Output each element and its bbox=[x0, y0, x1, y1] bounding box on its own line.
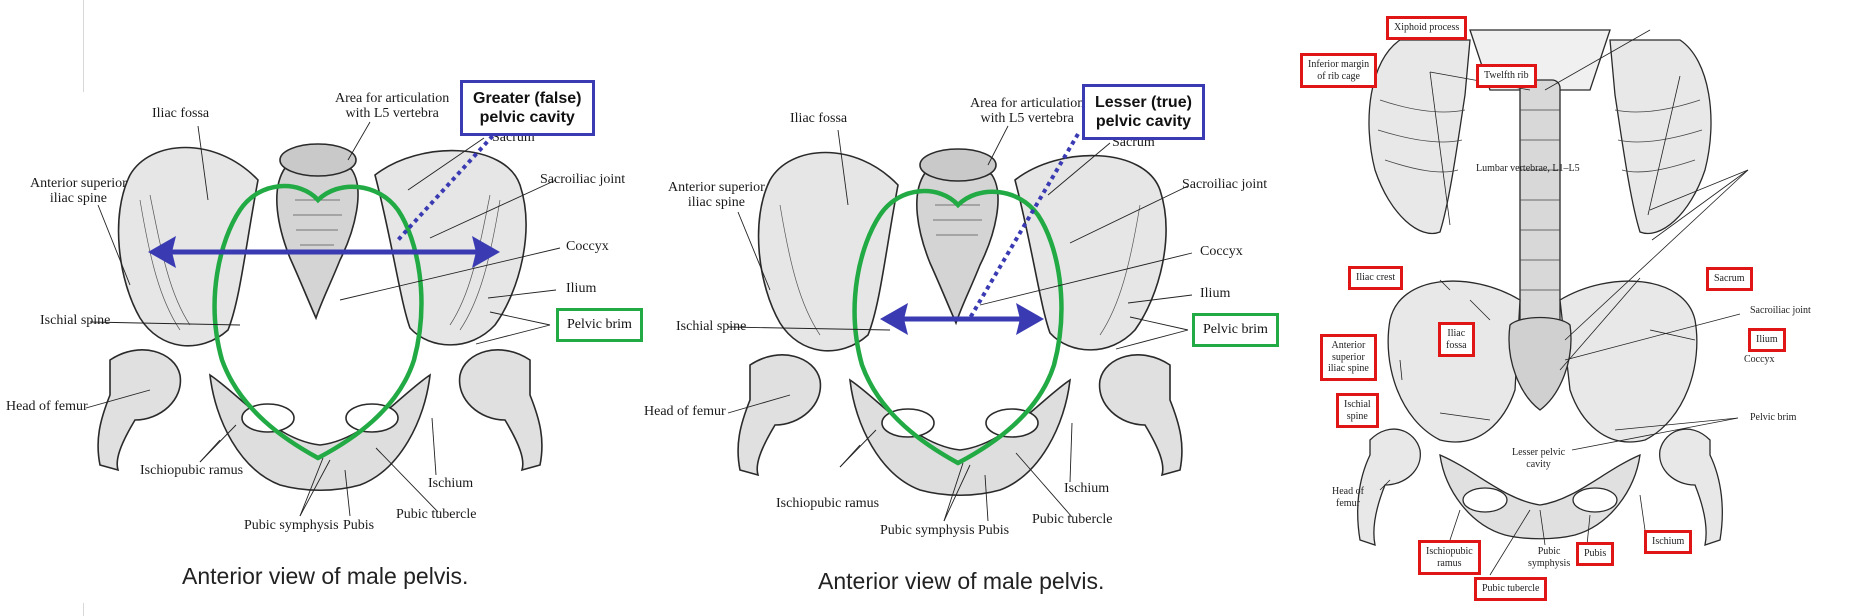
label-pelvic-brim: Pelvic brim bbox=[1750, 412, 1797, 423]
label-pubis: Pubis bbox=[978, 523, 1010, 538]
callout-lesser-pelvic-cavity: Lesser (true) pelvic cavity bbox=[1082, 84, 1205, 141]
label-iliac-fossa: Iliac fossa bbox=[790, 111, 848, 126]
label-ischium: Ischium bbox=[428, 476, 474, 491]
callout-greater-pelvic-cavity: Greater (false) pelvic cavity bbox=[460, 80, 595, 137]
label-ischiopubic-ramus: Ischiopubic ramus bbox=[776, 496, 880, 511]
label-xiphoid-process: Xiphoid process bbox=[1386, 16, 1468, 40]
label-sacroiliac-joint: Sacroiliac joint bbox=[540, 172, 626, 187]
label-sacroiliac-joint: Sacroiliac joint bbox=[1182, 177, 1268, 192]
label-asis: Anterior superior iliac spine bbox=[668, 180, 765, 210]
label-pubic-symphysis: Pubic symphysis bbox=[244, 518, 339, 533]
label-pubic-tubercle: Pubic tubercle bbox=[1032, 512, 1113, 527]
pelvis-illustration-2 bbox=[727, 125, 1193, 522]
torso-illustration bbox=[1357, 29, 1749, 576]
label-pubis: Pubis bbox=[343, 518, 375, 533]
label-coccyx: Coccyx bbox=[1744, 354, 1775, 365]
label-ischial-spine: Ischial spine bbox=[676, 319, 747, 334]
label-ischium: Ischium bbox=[1644, 530, 1693, 554]
label-pubis: Pubis bbox=[1576, 542, 1615, 566]
label-pubic-tubercle: Pubic tubercle bbox=[1474, 577, 1548, 601]
pelvic-brim-outline bbox=[852, 188, 1064, 466]
callout-pelvic-brim: Pelvic brim bbox=[1192, 313, 1279, 347]
label-ilium: Ilium bbox=[566, 281, 597, 296]
label-twelfth-rib: Twelfth rib bbox=[1476, 64, 1537, 88]
label-lumbar-vertebrae: Lumbar vertebrae, L1–L5 bbox=[1476, 163, 1580, 174]
panel-greater-pelvis: Iliac fossa Area for articulation with L… bbox=[0, 0, 643, 616]
label-pubic-symphysis: Pubic symphysis bbox=[880, 523, 975, 538]
label-ischiopubic-ramus: Ischiopubic ramus bbox=[1418, 540, 1481, 575]
pelvis-illustration-1 bbox=[85, 121, 561, 517]
label-area-articulation: Area for articulation with L5 vertebra bbox=[970, 96, 1085, 126]
label-inferior-margin-rib-cage: Inferior margin of rib cage bbox=[1300, 53, 1378, 88]
label-iliac-fossa: Iliac fossa bbox=[1438, 322, 1475, 357]
pelvic-brim-outline bbox=[212, 183, 424, 461]
panel-lesser-pelvis: Iliac fossa Area for articulation with L… bbox=[640, 0, 1280, 616]
page-margin-rule bbox=[83, 0, 84, 92]
label-asis: Anterior superior iliac spine bbox=[1320, 334, 1377, 381]
label-coccyx: Coccyx bbox=[1200, 244, 1243, 259]
panel-torso-pelvis: Xiphoid process Inferior margin of rib c… bbox=[1290, 0, 1862, 616]
label-pubic-symphysis: Pubic symphysis bbox=[1528, 546, 1571, 569]
label-ilium: Ilium bbox=[1200, 286, 1231, 301]
callout-pelvic-brim: Pelvic brim bbox=[556, 308, 643, 342]
label-lesser-pelvic-cavity: Lesser pelvic cavity bbox=[1512, 447, 1566, 470]
label-ischial-spine: Ischial spine bbox=[1336, 393, 1379, 428]
label-iliac-crest: Iliac crest bbox=[1348, 266, 1404, 290]
label-head-of-femur: Head of femur bbox=[644, 404, 726, 419]
label-sacroiliac-joint: Sacroiliac joint bbox=[1750, 305, 1811, 316]
label-iliac-fossa: Iliac fossa bbox=[152, 106, 210, 121]
caption: Anterior view of male pelvis. bbox=[182, 563, 469, 589]
label-area-articulation: Area for articulation with L5 vertebra bbox=[335, 91, 450, 121]
label-pubic-tubercle: Pubic tubercle bbox=[396, 507, 477, 522]
label-head-of-femur: Head of femur bbox=[1332, 486, 1364, 509]
page-margin-rule-bottom bbox=[83, 603, 84, 616]
label-ilium: Ilium bbox=[1748, 328, 1786, 352]
label-ischium: Ischium bbox=[1064, 481, 1110, 496]
label-coccyx: Coccyx bbox=[566, 239, 609, 254]
label-ischiopubic-ramus: Ischiopubic ramus bbox=[140, 463, 244, 478]
label-ischial-spine: Ischial spine bbox=[40, 313, 111, 328]
caption: Anterior view of male pelvis. bbox=[818, 568, 1105, 594]
label-sacrum: Sacrum bbox=[1706, 267, 1753, 291]
label-asis: Anterior superior iliac spine bbox=[30, 176, 127, 206]
label-head-of-femur: Head of femur bbox=[6, 399, 88, 414]
